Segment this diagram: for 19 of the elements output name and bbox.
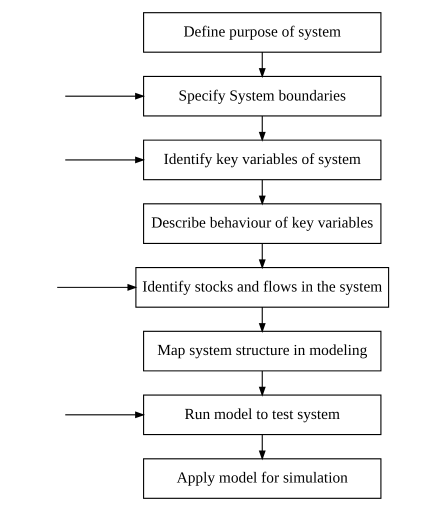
arrow [258, 434, 266, 460]
node-box: Describe behaviour of key variables [143, 203, 382, 244]
arrow [258, 180, 266, 206]
node-box: Identify stocks and flows in the system [135, 267, 390, 308]
arrow [258, 116, 266, 142]
node-box: Define purpose of system [143, 12, 382, 53]
arrow [258, 307, 266, 333]
arrow [65, 411, 146, 418]
arrow [65, 92, 146, 100]
arrow [258, 52, 266, 78]
node-box: Run model to test system [143, 394, 382, 436]
arrow [258, 244, 266, 270]
node-box: Identify key variables of system [143, 140, 382, 180]
arrow [258, 370, 266, 397]
node-box: Map system structure in modeling [143, 330, 382, 372]
node-box: Specify System boundaries [143, 76, 382, 116]
arrow [57, 284, 138, 291]
arrow [65, 156, 146, 164]
node-box: Apply model for simulation [143, 458, 382, 499]
